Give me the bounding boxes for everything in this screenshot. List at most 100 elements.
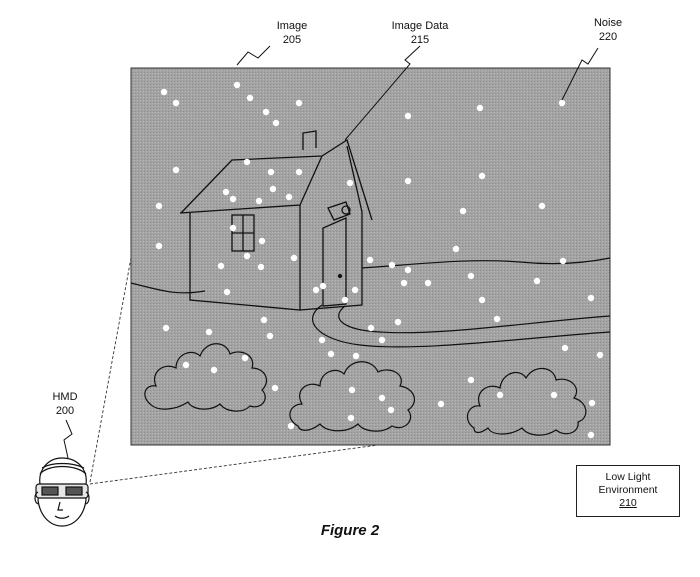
noise-dot <box>347 414 355 422</box>
noise-dot <box>267 168 275 176</box>
image-label-name: Image <box>276 20 308 32</box>
noise-label: Noise 220 <box>578 16 638 44</box>
hmd-label-name: HMD <box>52 391 78 403</box>
noise-dot <box>246 94 254 102</box>
noise-dot <box>378 336 386 344</box>
noise-dot <box>269 185 277 193</box>
image-label-ref: 205 <box>282 34 302 46</box>
noise-dot <box>424 279 432 287</box>
noise-dot <box>257 263 265 271</box>
noise-dot <box>596 351 604 359</box>
noise-dot <box>285 193 293 201</box>
noise-dot <box>155 242 163 250</box>
noise-dot <box>538 202 546 210</box>
noise-dot <box>367 324 375 332</box>
environment-line1: Low Light <box>605 471 651 483</box>
noise-dot <box>217 262 225 270</box>
noise-dot <box>295 99 303 107</box>
noise-dot <box>229 224 237 232</box>
noise-dot <box>287 422 295 430</box>
noise-dot <box>478 172 486 180</box>
hmd-label-ref: 200 <box>55 405 75 417</box>
image-leader-line <box>236 45 271 66</box>
image-label: Image 205 <box>262 19 322 47</box>
noise-dot <box>533 277 541 285</box>
noise-dot <box>271 384 279 392</box>
noise-dot <box>588 399 596 407</box>
noise-dot <box>387 406 395 414</box>
noise-dot <box>467 272 475 280</box>
noise-leader-line <box>561 47 599 101</box>
noise-dot <box>587 431 595 439</box>
noise-dot <box>346 179 354 187</box>
noise-dot <box>388 261 396 269</box>
noise-dot <box>223 288 231 296</box>
noise-dot <box>222 188 230 196</box>
noise-dot <box>394 318 402 326</box>
noise-dot <box>258 237 266 245</box>
hmd-label: HMD 200 <box>40 390 90 418</box>
noise-dot <box>162 324 170 332</box>
noise-dot <box>467 376 475 384</box>
noise-dot <box>561 344 569 352</box>
hmd-user-head <box>34 457 90 527</box>
noise-dot <box>476 104 484 112</box>
noise-dot <box>437 400 445 408</box>
noise-dot <box>318 336 326 344</box>
noise-dot <box>210 366 218 374</box>
noise-dot <box>160 88 168 96</box>
noise-dot <box>327 350 335 358</box>
noise-dot <box>262 108 270 116</box>
ground-line <box>130 257 611 294</box>
noise-dot <box>404 177 412 185</box>
noise-dot <box>255 197 263 205</box>
figure-caption: Figure 2 <box>320 522 380 539</box>
noise-dot <box>348 386 356 394</box>
noise-dot <box>478 296 486 304</box>
noise-dot <box>404 112 412 120</box>
noise-dot <box>341 296 349 304</box>
noise-dot <box>559 257 567 265</box>
noise-dot <box>312 286 320 294</box>
noise-dot <box>172 99 180 107</box>
noise-dot <box>496 391 504 399</box>
walkway <box>311 304 611 348</box>
noise-dot <box>319 282 327 290</box>
noise-dot <box>172 166 180 174</box>
noise-dot <box>241 354 249 362</box>
noise-dot <box>558 99 566 107</box>
field-of-view-lines <box>89 257 379 485</box>
noise-dot <box>550 391 558 399</box>
noise-dot <box>400 279 408 287</box>
image-data-label: Image Data 215 <box>380 19 460 47</box>
noise-dot <box>404 266 412 274</box>
low-light-environment-box: Low Light Environment 210 <box>576 465 680 517</box>
noise-dot <box>351 286 359 294</box>
noise-dot <box>243 252 251 260</box>
noise-dot <box>493 315 501 323</box>
image-data-label-name: Image Data <box>391 20 449 32</box>
noise-dot <box>155 202 163 210</box>
noise-dot <box>205 328 213 336</box>
noise-dot <box>182 361 190 369</box>
noise-dot <box>295 168 303 176</box>
noise-dot <box>229 195 237 203</box>
image-frame <box>130 67 611 446</box>
noise-dots <box>155 81 604 439</box>
noise-dot <box>459 207 467 215</box>
noise-dot <box>243 158 251 166</box>
environment-line2: Environment <box>598 484 658 496</box>
noise-dot <box>272 119 280 127</box>
noise-dot <box>452 245 460 253</box>
noise-dot <box>266 332 274 340</box>
noise-dot <box>260 316 268 324</box>
noise-dot <box>290 254 298 262</box>
noise-dot <box>352 352 360 360</box>
house-drawing <box>179 130 373 311</box>
noise-label-name: Noise <box>593 17 623 29</box>
image-data-leader-line <box>344 45 421 141</box>
hmd-leader-line <box>63 419 73 459</box>
noise-dot <box>378 394 386 402</box>
noise-dot <box>587 294 595 302</box>
